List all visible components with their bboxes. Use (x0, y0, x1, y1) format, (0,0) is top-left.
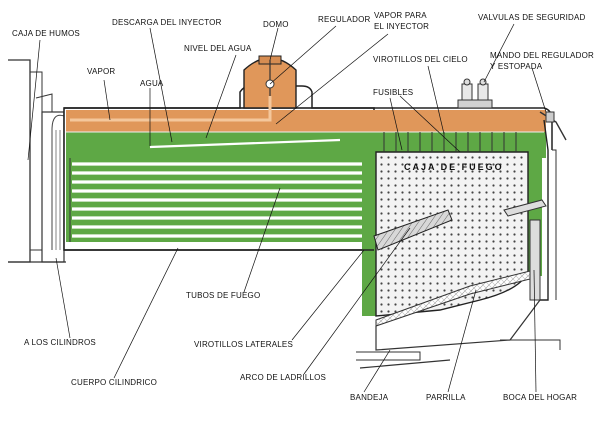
label-mando-regulador-1: MANDO DEL REGULADOR (490, 51, 594, 60)
label-virotillos-cielo: VIROTILLOS DEL CIELO (373, 55, 468, 64)
ash-pan (356, 219, 561, 369)
smokebox (8, 59, 66, 263)
label-regulador: REGULADOR (318, 15, 371, 24)
label-tubos-fuego: TUBOS DE FUEGO (186, 291, 261, 300)
label-caja-humos: CAJA DE HUMOS (12, 29, 80, 38)
label-cuerpo-cilindrico: CUERPO CILINDRICO (71, 378, 158, 387)
crown-stays (383, 132, 517, 152)
label-parrilla: PARRILLA (426, 393, 466, 402)
label-vapor: VAPOR (87, 67, 116, 76)
label-vapor-inyector-2: EL INYECTOR (374, 22, 430, 31)
label-boca-hogar: BOCA DEL HOGAR (503, 393, 578, 402)
label-bandeja: BANDEJA (350, 393, 389, 402)
label-domo: DOMO (263, 20, 289, 29)
label-valvulas-seguridad: VALVULAS DE SEGURIDAD (478, 13, 586, 22)
label-vapor-inyector-1: VAPOR PARA (374, 11, 427, 20)
label-virotillos-laterales: VIROTILLOS LATERALES (194, 340, 293, 349)
label-descarga-inyector: DESCARGA DEL INYECTOR (112, 18, 222, 27)
label-arco-ladrillos: ARCO DE LADRILLOS (240, 373, 327, 382)
label-a-los-cilindros: A LOS CILINDROS (24, 338, 96, 347)
label-caja-fuego: CAJA DE FUEGO (404, 162, 504, 172)
label-agua: AGUA (140, 79, 164, 88)
firebox (373, 119, 557, 327)
regulator-handle (539, 111, 567, 141)
label-fusibles: FUSIBLES (373, 88, 414, 97)
leader-lines (27, 23, 547, 393)
fire-tubes (72, 162, 362, 238)
label-mando-regulador-2: Y ESTOPADA (490, 62, 543, 71)
label-nivel-agua: NIVEL DEL AGUA (184, 44, 252, 53)
safety-valves (457, 78, 493, 109)
